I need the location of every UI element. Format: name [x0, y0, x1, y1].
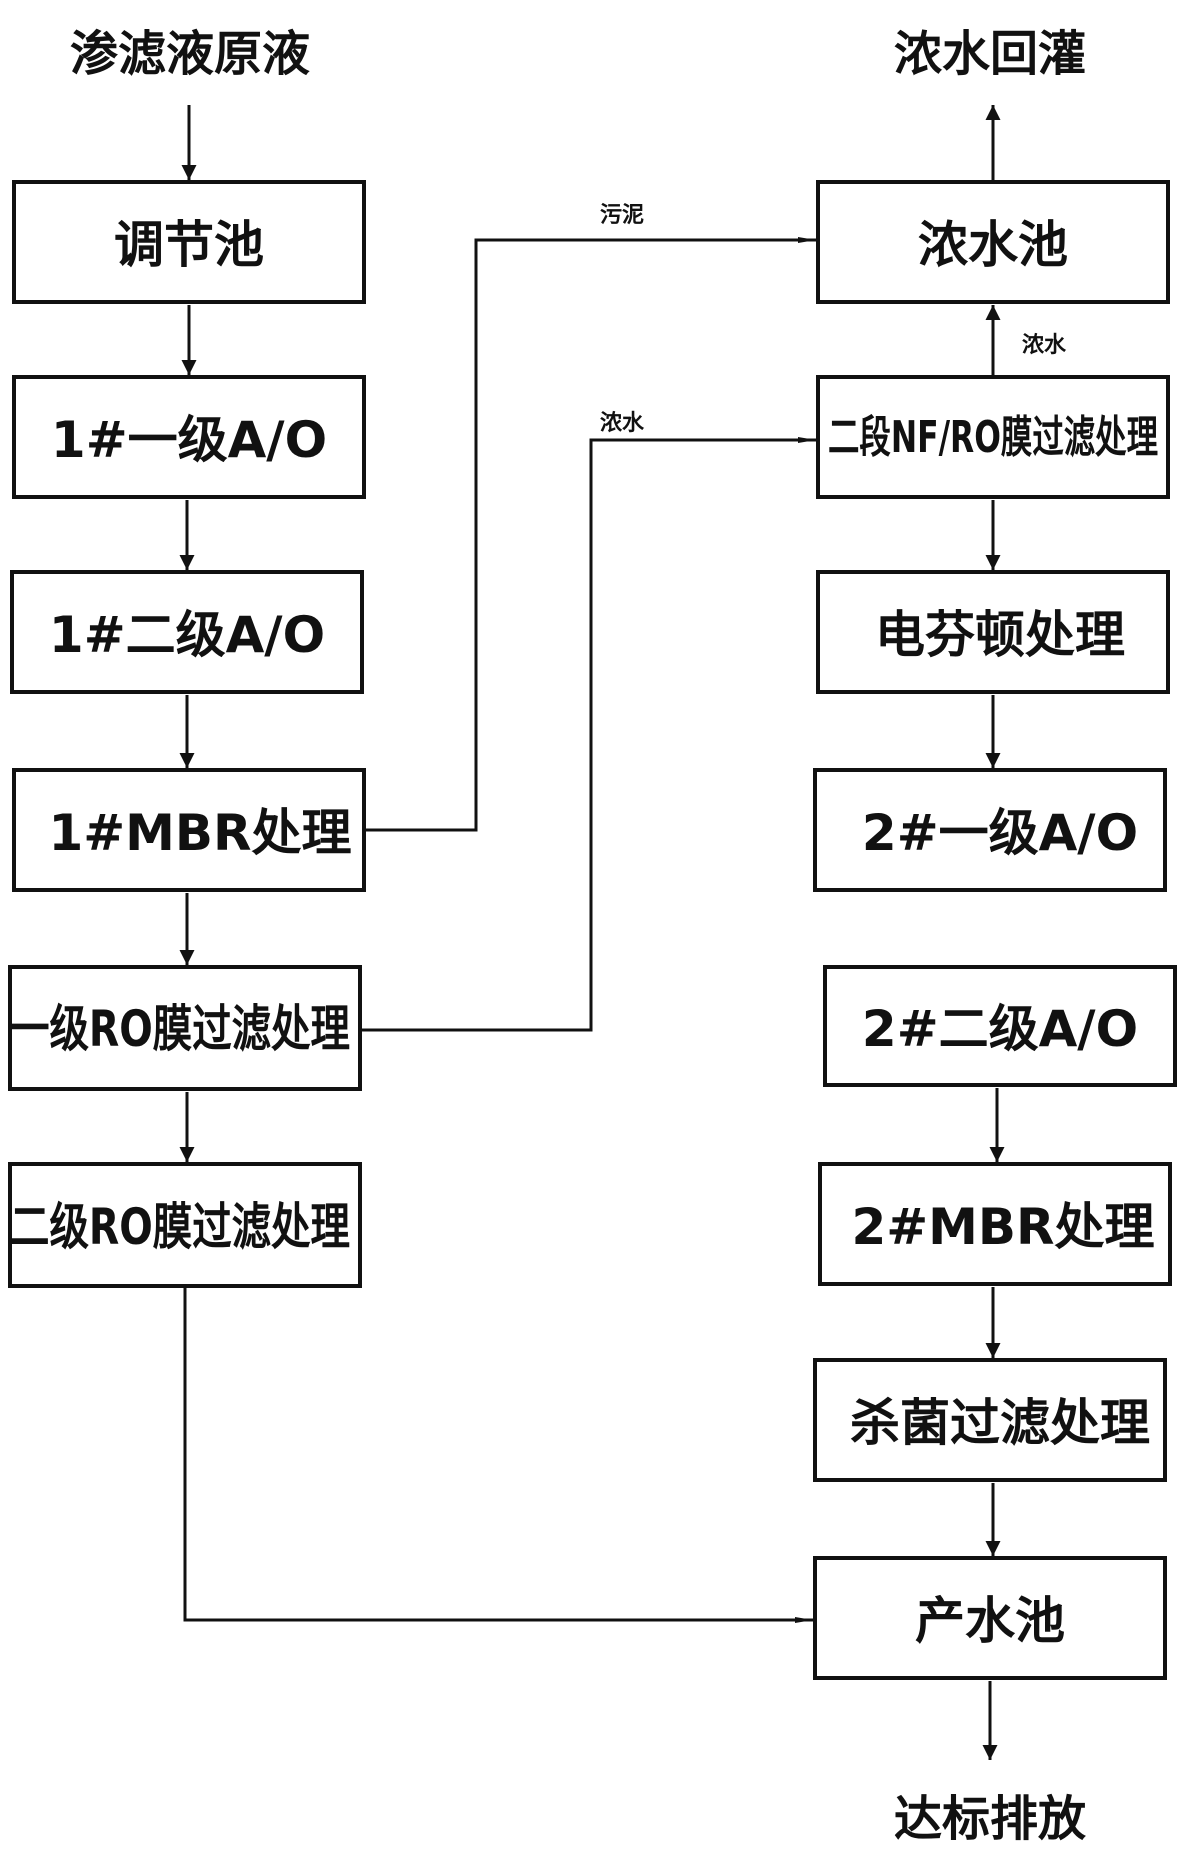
- ao2-stage2-node: 2#二级A/O: [823, 965, 1177, 1087]
- product-water-tank-label: 产水池: [915, 1592, 1065, 1650]
- ao2-stage1-label: 2#一级A/O: [862, 804, 1138, 862]
- ao1-stage2-node: 1#二级A/O: [10, 570, 364, 694]
- ao2-stage2-label: 2#二级A/O: [862, 1000, 1138, 1058]
- ro-concentrate-label: 浓水: [600, 411, 645, 436]
- regulating-tank-label: 调节池: [114, 216, 264, 274]
- concentrate-tank-node: 浓水池: [816, 180, 1170, 304]
- nf-ro-stage2-label: 二段NF/RO膜过滤处理: [828, 412, 1158, 463]
- concentrate-reinjection-label: 浓水回灌: [894, 26, 1086, 82]
- ao1-stage1-node: 1#一级A/O: [12, 375, 366, 499]
- raw-leachate-label: 渗滤液原液: [70, 26, 310, 82]
- ao2-stage1-node: 2#一级A/O: [813, 768, 1167, 892]
- sterilization-filter-label: 杀菌过滤处理: [850, 1394, 1150, 1452]
- ro-stage1-label: 一级RO膜过滤处理: [10, 1000, 350, 1058]
- concentrate-tank-label: 浓水池: [918, 216, 1068, 274]
- sludge-label: 污泥: [600, 203, 644, 228]
- ro-stage2-label: 二级RO膜过滤处理: [10, 1198, 350, 1256]
- discharge-label: 达标排放: [894, 1791, 1086, 1847]
- mbr2-label: 2#MBR处理: [851, 1198, 1154, 1256]
- mbr1-label: 1#MBR处理: [48, 804, 351, 862]
- ro-stage1-node: 一级RO膜过滤处理: [8, 965, 362, 1091]
- mbr1-node: 1#MBR处理: [12, 768, 366, 892]
- ao1-stage2-label: 1#二级A/O: [49, 606, 325, 664]
- nf-ro-stage2-node: 二段NF/RO膜过滤处理: [816, 375, 1170, 499]
- ro2-permeate-connector: [183, 1288, 813, 1623]
- product-water-tank-node: 产水池: [813, 1556, 1167, 1680]
- electro-fenton-label: 电芬顿处理: [875, 606, 1125, 664]
- sterilization-filter-node: 杀菌过滤处理: [813, 1358, 1167, 1482]
- mbr2-node: 2#MBR处理: [818, 1162, 1172, 1286]
- sludge-connector: [364, 237, 816, 832]
- electro-fenton-node: 电芬顿处理: [816, 570, 1170, 694]
- ao1-stage1-label: 1#一级A/O: [51, 411, 327, 469]
- ro-concentrate-connector: [360, 437, 816, 1032]
- concentrate-from-nf-label: 浓水: [1022, 333, 1067, 358]
- ro-stage2-node: 二级RO膜过滤处理: [8, 1162, 362, 1288]
- regulating-tank-node: 调节池: [12, 180, 366, 304]
